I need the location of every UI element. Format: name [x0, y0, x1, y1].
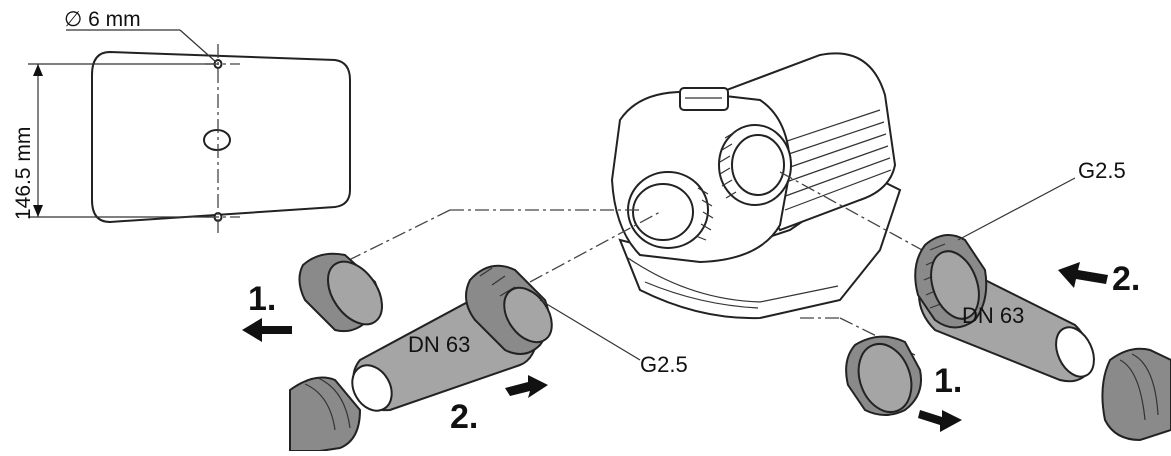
left-hose-label: DN 63 — [408, 332, 470, 357]
diameter-callout: ∅ 6 mm — [64, 8, 217, 63]
left-thread-label: G2.5 — [640, 352, 688, 377]
right-step1: 1. — [934, 362, 962, 400]
right-hose-label: DN 63 — [962, 303, 1024, 328]
pump — [610, 52, 902, 320]
left-step1: 1. — [248, 280, 276, 318]
left-end-cap — [298, 252, 383, 333]
left-hose — [289, 376, 362, 452]
right-assembly: 2. 1. DN 63 G2.5 — [845, 158, 1171, 442]
right-hose — [1101, 347, 1171, 442]
right-end-cap — [845, 335, 922, 416]
right-step2: 2. — [1112, 260, 1140, 298]
spacing-dimension: 146.5 mm — [12, 63, 214, 220]
hole-diameter-label: ∅ 6 mm — [64, 8, 141, 31]
center-hole — [203, 129, 231, 151]
mounting-plate — [91, 44, 351, 236]
right-remove-arrow — [918, 410, 962, 432]
right-insert-arrow — [1058, 262, 1108, 288]
pump-handle — [679, 87, 729, 111]
left-step2: 2. — [450, 398, 478, 436]
right-thread-label: G2.5 — [1078, 158, 1126, 183]
left-hose-adapter — [351, 264, 553, 412]
left-remove-arrow — [242, 318, 292, 342]
hole-spacing-label: 146.5 mm — [12, 127, 35, 220]
right-hose-adapter — [914, 234, 1095, 383]
left-assembly: 1. 2. DN 63 G2.5 — [242, 252, 688, 452]
left-insert-arrow — [505, 375, 548, 398]
